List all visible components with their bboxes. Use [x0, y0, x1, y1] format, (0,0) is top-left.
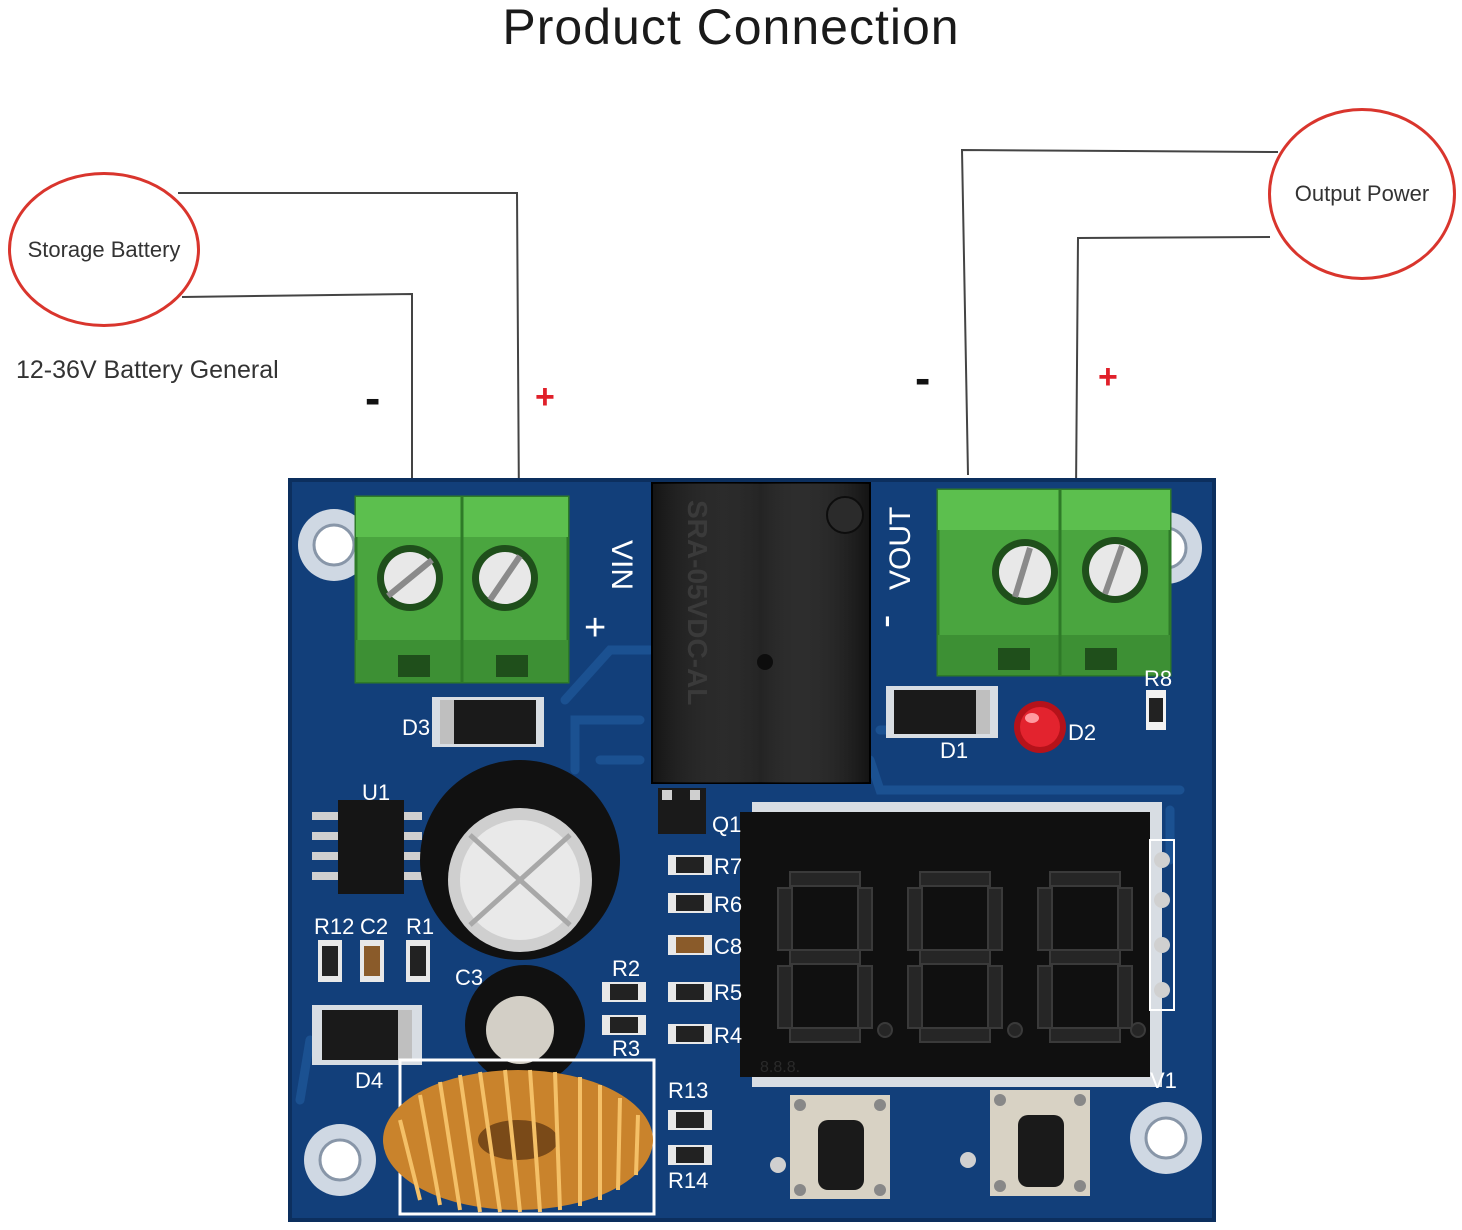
relay-label: SRA-05VDC-AL	[682, 500, 713, 705]
label-r12: R12	[314, 914, 354, 939]
input-plus-sign: +	[535, 378, 555, 416]
output-terminal-block	[936, 488, 1172, 677]
vout-minus-label: -	[863, 615, 907, 628]
label-c3: C3	[455, 965, 483, 990]
label-r6: R6	[714, 892, 742, 917]
label-r14: R14	[668, 1168, 708, 1193]
output-power-text: Output Power	[1294, 181, 1430, 206]
input-screw-plus	[472, 545, 538, 611]
inductor	[383, 1058, 656, 1216]
mounting-hole-br	[1130, 1102, 1202, 1174]
label-r4: R4	[714, 1023, 742, 1048]
relay: SRA-05VDC-AL	[651, 482, 871, 784]
input-screw-minus	[377, 545, 443, 611]
led-d2	[1014, 701, 1066, 753]
label-d2: D2	[1068, 720, 1096, 745]
label-r1: R1	[406, 914, 434, 939]
connection-wires	[178, 148, 1279, 511]
label-r8: R8	[1144, 666, 1172, 691]
wire-output-minus	[960, 148, 1279, 476]
mounting-hole-bl	[304, 1124, 376, 1196]
battery-note: 12-36V Battery General	[16, 356, 279, 384]
label-u1: U1	[362, 780, 390, 805]
label-r5: R5	[714, 980, 742, 1005]
storage-battery-label: Storage Battery	[8, 172, 200, 327]
vout-label: VOUT	[884, 507, 917, 590]
capacitor-c3	[465, 965, 585, 1085]
label-c8: C8	[714, 934, 742, 959]
label-r2: R2	[612, 956, 640, 981]
seven-segment-display	[740, 802, 1162, 1087]
output-minus-sign: -	[915, 352, 931, 404]
smd-resistors	[318, 855, 712, 1165]
diode-d1	[886, 686, 998, 738]
vin-label: VIN	[605, 540, 638, 590]
transistor-q1	[658, 788, 706, 834]
diode-d4	[312, 1005, 422, 1065]
storage-battery-text: Storage Battery	[27, 236, 181, 262]
resistor-r8	[1146, 690, 1166, 730]
input-terminal-block	[354, 495, 570, 684]
vin-plus-label: +	[584, 607, 606, 649]
input-minus-sign: -	[365, 372, 381, 424]
label-r3: R3	[612, 1036, 640, 1061]
mounting-hole-tl	[298, 509, 370, 581]
push-button-left	[790, 1095, 890, 1199]
label-v1: V1	[1150, 1068, 1177, 1093]
component-labels: D3 D1 D2 R8 U1 Q1 R7 R6 C8 R5 R4 R12 C2 …	[314, 666, 1177, 1193]
output-power-label: Output Power	[1268, 108, 1456, 280]
wire-output-plus	[1075, 236, 1271, 493]
label-c2: C2	[360, 914, 388, 939]
label-r13: R13	[668, 1078, 708, 1103]
display-digits-text: 8.8.8.	[760, 1059, 800, 1076]
output-screw-minus	[992, 539, 1058, 605]
capacitor-large	[420, 760, 620, 960]
label-q1: Q1	[712, 812, 741, 837]
wire-input-plus	[178, 192, 520, 511]
label-d4: D4	[355, 1068, 383, 1093]
label-d3: D3	[402, 715, 430, 740]
display-digits	[777, 871, 1146, 1043]
wire-input-minus	[181, 292, 413, 508]
label-r7: R7	[714, 854, 742, 879]
page-title: Product Connection	[502, 0, 960, 55]
ic-u1	[312, 800, 422, 894]
output-screw-plus	[1082, 537, 1148, 603]
label-d1: D1	[940, 738, 968, 763]
output-plus-sign: +	[1098, 358, 1118, 396]
diode-d3	[432, 697, 544, 747]
header-pins	[1149, 839, 1175, 1011]
push-button-right	[990, 1090, 1090, 1196]
